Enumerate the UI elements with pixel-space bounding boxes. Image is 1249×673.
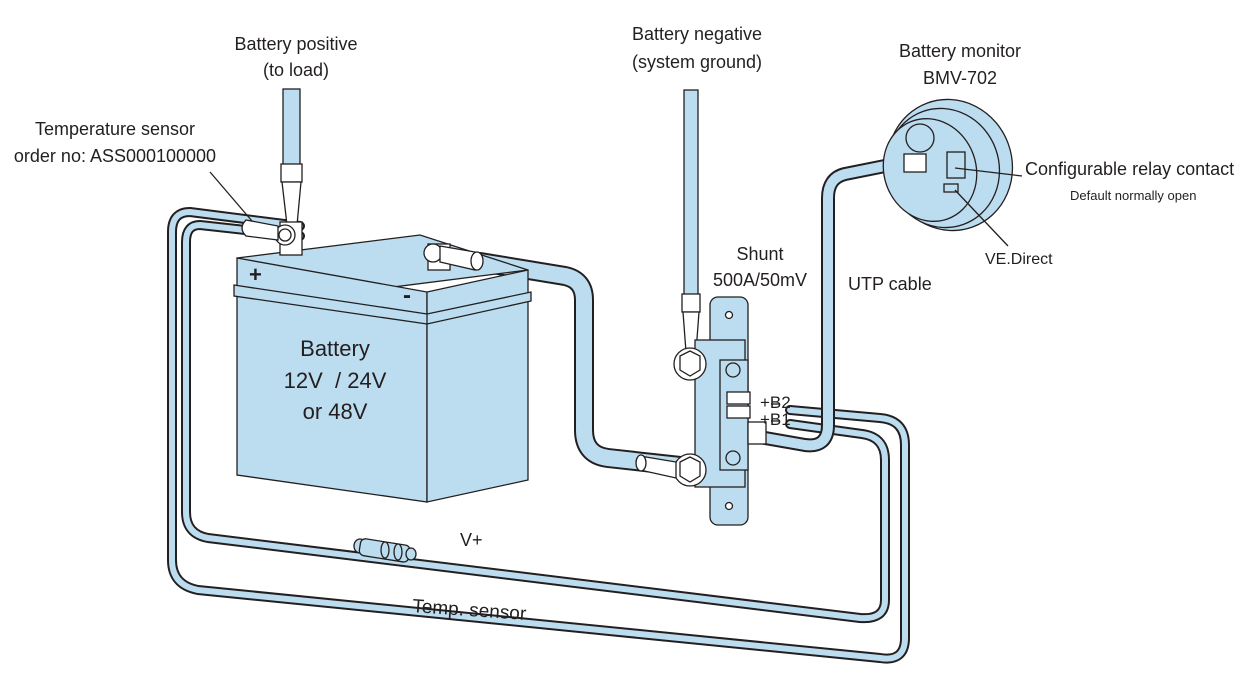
ve-direct-port	[943, 183, 959, 193]
temp-sensor-label-line1: Temperature sensor	[35, 119, 195, 139]
battery-monitor-label-line1: Battery monitor	[899, 41, 1021, 61]
relay-contact-label: Configurable relay contact	[1025, 159, 1234, 179]
battery-label-line1: Battery	[300, 336, 370, 361]
shunt-bolt-bottom	[673, 453, 707, 487]
battery: + - Battery 12V / 24V or 48V	[233, 219, 532, 503]
battery-label-line2: 12V / 24V	[284, 368, 387, 393]
utp-port	[903, 153, 927, 173]
temp-sensor-lug	[241, 219, 279, 241]
battery-plus-sign: +	[249, 262, 262, 287]
temp-sensor-inline-connector	[353, 538, 417, 563]
shunt: Shunt 500A/50mV +B2 +B1	[635, 244, 807, 526]
battery-label-line3: or 48V	[303, 399, 368, 424]
battery-negative-cable	[681, 89, 701, 353]
battery-negative-label-line2: (system ground)	[632, 52, 762, 72]
utp-cable	[758, 155, 912, 453]
shunt-label-line1: Shunt	[736, 244, 783, 264]
battery-monitor-label-line2: BMV-702	[923, 68, 997, 88]
b2-label: +B2	[760, 393, 791, 412]
leader-lines	[209, 167, 1023, 422]
temp-sensor-cable	[167, 207, 910, 664]
battery-negative-label-line1: Battery negative	[632, 24, 762, 44]
utp-cable-label: UTP cable	[848, 274, 932, 294]
negative-terminal	[423, 243, 484, 271]
battery-positive-label-line1: Battery positive	[234, 34, 357, 54]
battery-positive-label-line2: (to load)	[263, 60, 329, 80]
relay-default-label: Default normally open	[1070, 188, 1196, 203]
ve-direct-label: VE.Direct	[985, 251, 1053, 268]
relay-contact	[946, 151, 966, 179]
v-plus-label: V+	[460, 530, 483, 550]
temp-sensor-cable-label: Temp. sensor	[412, 596, 528, 625]
battery-monitor	[882, 98, 1014, 232]
battery-positive-cable	[280, 88, 303, 226]
battery-to-shunt-cable	[470, 252, 690, 476]
shunt-bolt-top	[673, 347, 707, 381]
battery-minus-sign: -	[403, 282, 411, 309]
positive-terminal	[274, 221, 303, 256]
b1-label: +B1	[760, 410, 791, 429]
v-plus-cable	[181, 220, 890, 624]
temp-sensor-label-line2: order no: ASS000100000	[14, 146, 216, 166]
shunt-label-line2: 500A/50mV	[713, 270, 807, 290]
